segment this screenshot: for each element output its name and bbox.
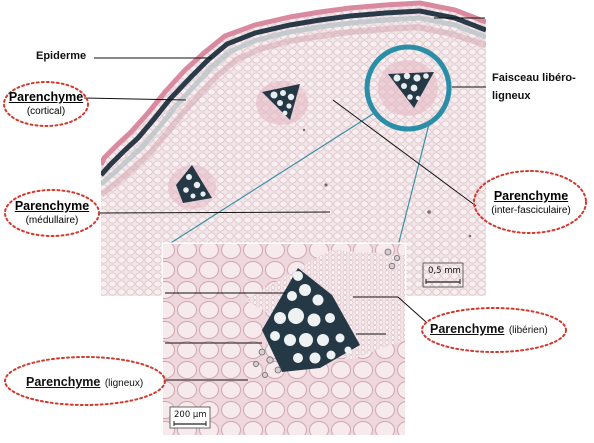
- epidermis-band: [101, 0, 486, 166]
- label-parenchyme: Parenchyme: [14, 199, 90, 213]
- oval-inter-fasciculaire: [473, 170, 587, 234]
- label-faisceau: Faisceau libéro- ligneux: [492, 70, 576, 105]
- label-medullaire: (médullaire): [25, 214, 79, 226]
- vascular-bundle-magnified: [378, 60, 438, 116]
- vascular-bundle-left: [168, 165, 216, 209]
- oval-cortical: [3, 81, 89, 127]
- label-parenchyme: Parenchyme: [26, 375, 101, 389]
- label-liberien: (libérien): [508, 325, 548, 336]
- label-parenchyme-inter-fasciculaire: Parenchyme (inter-fasciculaire): [476, 189, 586, 217]
- zoom-connector-left: [165, 111, 377, 247]
- label-faisceau-line1: Faisceau libéro-: [492, 72, 576, 84]
- inset-micrograph: [161, 242, 407, 437]
- label-parenchyme: Parenchyme: [8, 90, 84, 104]
- inset-scale-box: [169, 406, 211, 429]
- inset-scale-label: 200 µm: [174, 410, 207, 420]
- label-parenchyme: Parenchyme: [493, 189, 569, 203]
- label-faisceau-line2: ligneux: [492, 89, 531, 102]
- leader-lines: [83, 17, 486, 381]
- main-scale-label: 0,5 mm: [428, 266, 461, 276]
- main-scale-bar: [422, 262, 464, 288]
- zoom-connector-right: [397, 123, 430, 247]
- label-parenchyme-medullaire: Parenchyme (médullaire): [6, 199, 98, 227]
- vascular-bundle-top: [256, 81, 308, 125]
- label-parenchyme-liberien: Parenchyme (libérien): [430, 320, 548, 338]
- label-ligneux: (ligneux): [104, 378, 144, 389]
- label-ovals: [3, 81, 587, 406]
- magnifier-ring: [364, 44, 452, 132]
- label-inter-fasciculaire: (inter-fasciculaire): [491, 204, 571, 216]
- oval-ligneux: [4, 356, 166, 406]
- label-cortical: (cortical): [26, 105, 66, 117]
- oval-medullaire: [4, 189, 100, 237]
- oval-liberien: [421, 307, 567, 353]
- label-epiderme: Epiderme: [36, 50, 87, 62]
- label-parenchyme: Parenchyme: [430, 322, 505, 336]
- label-parenchyme-cortical: Parenchyme (cortical): [6, 90, 86, 118]
- label-parenchyme-ligneux: Parenchyme (ligneux): [26, 373, 143, 391]
